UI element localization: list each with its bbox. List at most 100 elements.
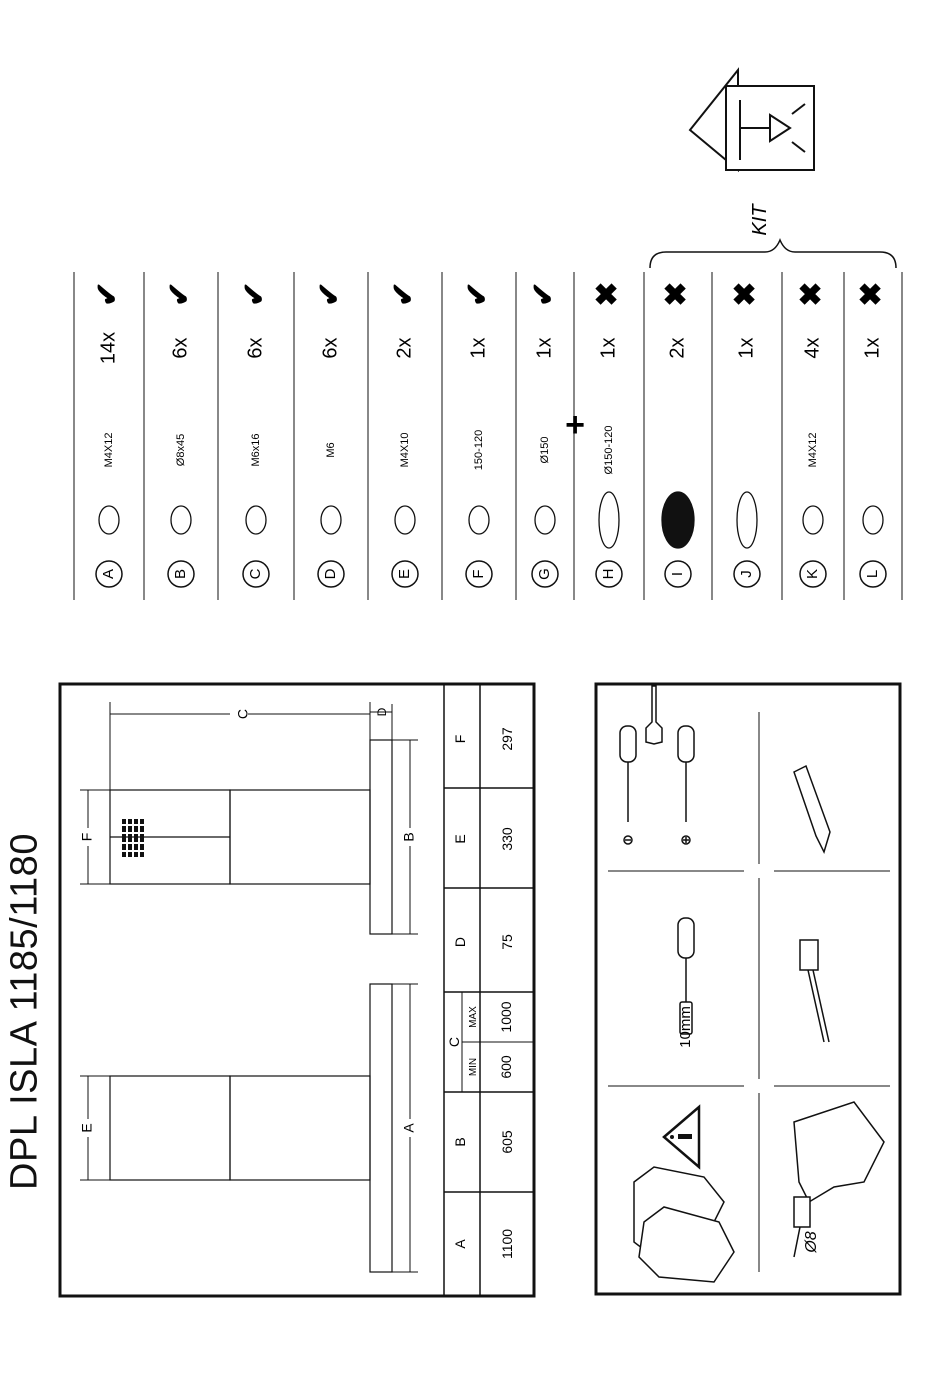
dim-label-D: D bbox=[375, 707, 389, 716]
header-D: D bbox=[452, 937, 468, 947]
warning-icon bbox=[664, 1107, 699, 1167]
check-icon: ✔ bbox=[527, 281, 560, 306]
part-row-b: B Ø8x45 6x ✔ bbox=[163, 281, 196, 587]
cross-icon: ✖ bbox=[855, 281, 888, 306]
value-B: 605 bbox=[499, 1130, 515, 1154]
value-E: 330 bbox=[499, 827, 515, 851]
header-E: E bbox=[452, 834, 468, 843]
part-quantity: 1x bbox=[861, 337, 883, 358]
hood-bottom-view bbox=[110, 984, 392, 1272]
deflector-icon bbox=[737, 492, 757, 548]
dim-label-E: E bbox=[79, 1123, 95, 1132]
check-icon: ✔ bbox=[163, 281, 196, 306]
document-title: DPL ISLA 1185/1180 bbox=[4, 787, 47, 1237]
part-quantity: 1x bbox=[735, 337, 757, 358]
header-F: F bbox=[452, 735, 468, 744]
check-icon: ✔ bbox=[461, 281, 494, 306]
header-C-min: MIN bbox=[468, 1058, 479, 1076]
part-spec: M6x16 bbox=[250, 433, 262, 466]
flat-screwdriver-icon bbox=[620, 726, 636, 844]
wrench-size-label: 10mm bbox=[677, 1006, 694, 1048]
part-quantity: 1x bbox=[597, 337, 619, 358]
header-C-max: MAX bbox=[468, 1006, 479, 1028]
part-letter: B bbox=[172, 569, 189, 579]
gloves-icon bbox=[634, 1167, 734, 1282]
cross-icon: ✖ bbox=[660, 281, 693, 306]
screw-icon bbox=[99, 506, 119, 534]
cross-icon: ✖ bbox=[591, 281, 624, 306]
dim-label-F: F bbox=[79, 833, 95, 842]
part-letter: J bbox=[738, 570, 755, 578]
part-spec: M6 bbox=[325, 442, 337, 457]
parts-svg: AM4X1214x✔BØ8x456x✔CM6x166x✔DM66x✔EM4X10… bbox=[70, 272, 910, 612]
cross-icon: ✖ bbox=[795, 281, 828, 306]
screw-icon bbox=[803, 506, 823, 534]
part-row-j: J 1x ✖ bbox=[729, 281, 762, 587]
value-D: 75 bbox=[499, 934, 515, 950]
carbon-filter-icon bbox=[662, 492, 694, 548]
part-quantity: 6x bbox=[244, 337, 266, 358]
tools-panel: 10mm Ø8 bbox=[594, 682, 904, 1298]
screw-icon bbox=[395, 506, 415, 534]
part-quantity: 1x bbox=[533, 337, 555, 358]
check-icon: ✔ bbox=[238, 281, 271, 306]
value-C-min: 600 bbox=[498, 1055, 514, 1079]
part-spec: M4X12 bbox=[807, 433, 819, 468]
dimension-diagram: F E D C MAX MIN B A 297 330 75 1000 600 … bbox=[58, 682, 536, 1298]
value-A: 1100 bbox=[499, 1229, 515, 1259]
dim-label-A: A bbox=[401, 1123, 417, 1133]
part-row-h: H Ø150-120 1x ✖ bbox=[591, 281, 624, 587]
washer-icon bbox=[321, 506, 341, 534]
check-icon: ✔ bbox=[313, 281, 346, 306]
flap-icon bbox=[535, 506, 555, 534]
part-row-a: A M4X12 14x ✔ bbox=[91, 281, 124, 587]
part-row-c: C M6x16 6x ✔ bbox=[238, 281, 271, 587]
part-quantity: 6x bbox=[169, 337, 191, 358]
connector-icon bbox=[863, 506, 883, 534]
part-quantity: 14x bbox=[97, 332, 119, 364]
part-letter: L bbox=[864, 570, 881, 578]
part-spec: Ø8x45 bbox=[175, 434, 187, 466]
grille-icon bbox=[120, 819, 148, 857]
phillips-screwdriver-icon bbox=[678, 726, 694, 844]
flexible-duct-icon bbox=[599, 492, 619, 548]
part-spec: 150-120 bbox=[473, 430, 485, 470]
kit-label: KIT bbox=[749, 203, 771, 236]
part-quantity: 1x bbox=[467, 337, 489, 358]
part-letter: H bbox=[600, 569, 617, 580]
dim-label-B: B bbox=[401, 832, 417, 841]
dimension-table-values: 297 330 75 1000 600 605 1100 bbox=[498, 727, 515, 1259]
part-row-i: I 2x ✖ bbox=[660, 281, 694, 587]
part-row-f: F 150-120 1x ✔ bbox=[461, 281, 494, 587]
part-row-k: KM4X124x✖ bbox=[795, 281, 828, 587]
part-letter: A bbox=[100, 569, 117, 579]
part-spec: Ø150 bbox=[539, 437, 551, 464]
value-C-max: 1000 bbox=[498, 1001, 514, 1032]
check-icon: ✔ bbox=[387, 281, 420, 306]
header-C: C bbox=[446, 1037, 462, 1047]
check-icon: ✔ bbox=[91, 281, 124, 306]
kit-bracket bbox=[650, 240, 896, 268]
part-letter: F bbox=[470, 569, 487, 578]
part-letter: G bbox=[536, 568, 553, 580]
part-letter: I bbox=[669, 572, 686, 576]
header-A: A bbox=[452, 1239, 468, 1249]
part-spec: Ø150-120 bbox=[603, 426, 615, 475]
part-spec: M4X10 bbox=[399, 433, 411, 468]
reducer-icon bbox=[469, 506, 489, 534]
screwdrivers-icon bbox=[646, 686, 662, 744]
cross-icon: ✖ bbox=[729, 281, 762, 306]
part-quantity: 2x bbox=[393, 337, 415, 358]
part-letter: D bbox=[322, 568, 339, 579]
dim-label-C: C bbox=[235, 709, 251, 719]
part-letter: C bbox=[247, 568, 264, 579]
part-letter: K bbox=[804, 569, 821, 579]
part-quantity: 2x bbox=[666, 337, 688, 358]
part-spec: M4X12 bbox=[103, 433, 115, 468]
wall-plug-bolt-icon bbox=[171, 506, 191, 534]
drill-bit-label: Ø8 bbox=[803, 1231, 820, 1253]
part-row-l: L 1x ✖ bbox=[855, 281, 888, 587]
